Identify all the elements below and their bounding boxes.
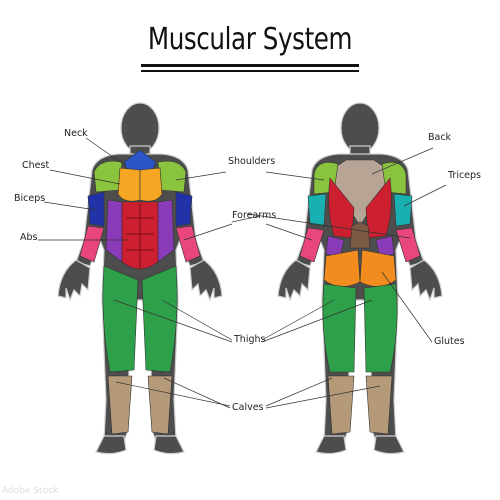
back-forearm-right bbox=[395, 227, 421, 263]
label-thighs: Thighs bbox=[234, 334, 266, 345]
label-chest: Chest bbox=[22, 160, 50, 171]
back-hamstring-right bbox=[363, 283, 398, 373]
front-biceps-right bbox=[175, 191, 193, 227]
label-calves: Calves bbox=[232, 402, 264, 413]
front-calf-left bbox=[107, 375, 133, 435]
front-abs-lines bbox=[126, 204, 154, 268]
back-hamstring-left bbox=[322, 283, 357, 373]
back-forearm-left bbox=[299, 227, 325, 263]
back-glute-left bbox=[323, 249, 361, 287]
leader-lines bbox=[38, 137, 447, 409]
front-forearm-right bbox=[175, 225, 201, 263]
front-chest-left bbox=[117, 167, 141, 202]
label-back: Back bbox=[428, 132, 452, 143]
label-abs: Abs bbox=[20, 232, 38, 243]
stock-watermark: Adobe Stock bbox=[2, 486, 59, 496]
label-shoulders: Shoulders bbox=[228, 156, 276, 167]
back-lower bbox=[349, 221, 371, 249]
label-glutes: Glutes bbox=[434, 336, 465, 347]
label-biceps: Biceps bbox=[14, 193, 46, 204]
label-forearms: Forearms bbox=[232, 210, 277, 221]
back-silhouette bbox=[277, 102, 443, 455]
diagram-title: Muscular System bbox=[147, 22, 353, 57]
front-figure bbox=[57, 102, 223, 455]
back-figure bbox=[277, 102, 443, 455]
back-lat-left bbox=[328, 177, 355, 239]
front-forearm-left bbox=[79, 225, 105, 263]
back-lat-right bbox=[365, 177, 392, 239]
back-triceps-right bbox=[393, 193, 413, 227]
title-underline-top bbox=[141, 64, 359, 67]
front-thigh-right bbox=[141, 265, 178, 373]
front-chest-right bbox=[139, 167, 163, 202]
back-calf-left bbox=[327, 375, 355, 435]
front-shoulder-right bbox=[157, 160, 187, 193]
back-triceps-left bbox=[307, 193, 327, 227]
front-biceps-left bbox=[87, 191, 105, 227]
label-neck: Neck bbox=[64, 128, 88, 139]
title-underline-bottom bbox=[141, 70, 359, 72]
label-triceps: Triceps bbox=[448, 170, 481, 181]
back-glute-right bbox=[359, 249, 397, 287]
front-shoulder-left bbox=[93, 160, 123, 193]
front-thigh-left bbox=[102, 265, 139, 373]
front-calf-right bbox=[147, 375, 173, 435]
back-calf-right bbox=[365, 375, 393, 435]
